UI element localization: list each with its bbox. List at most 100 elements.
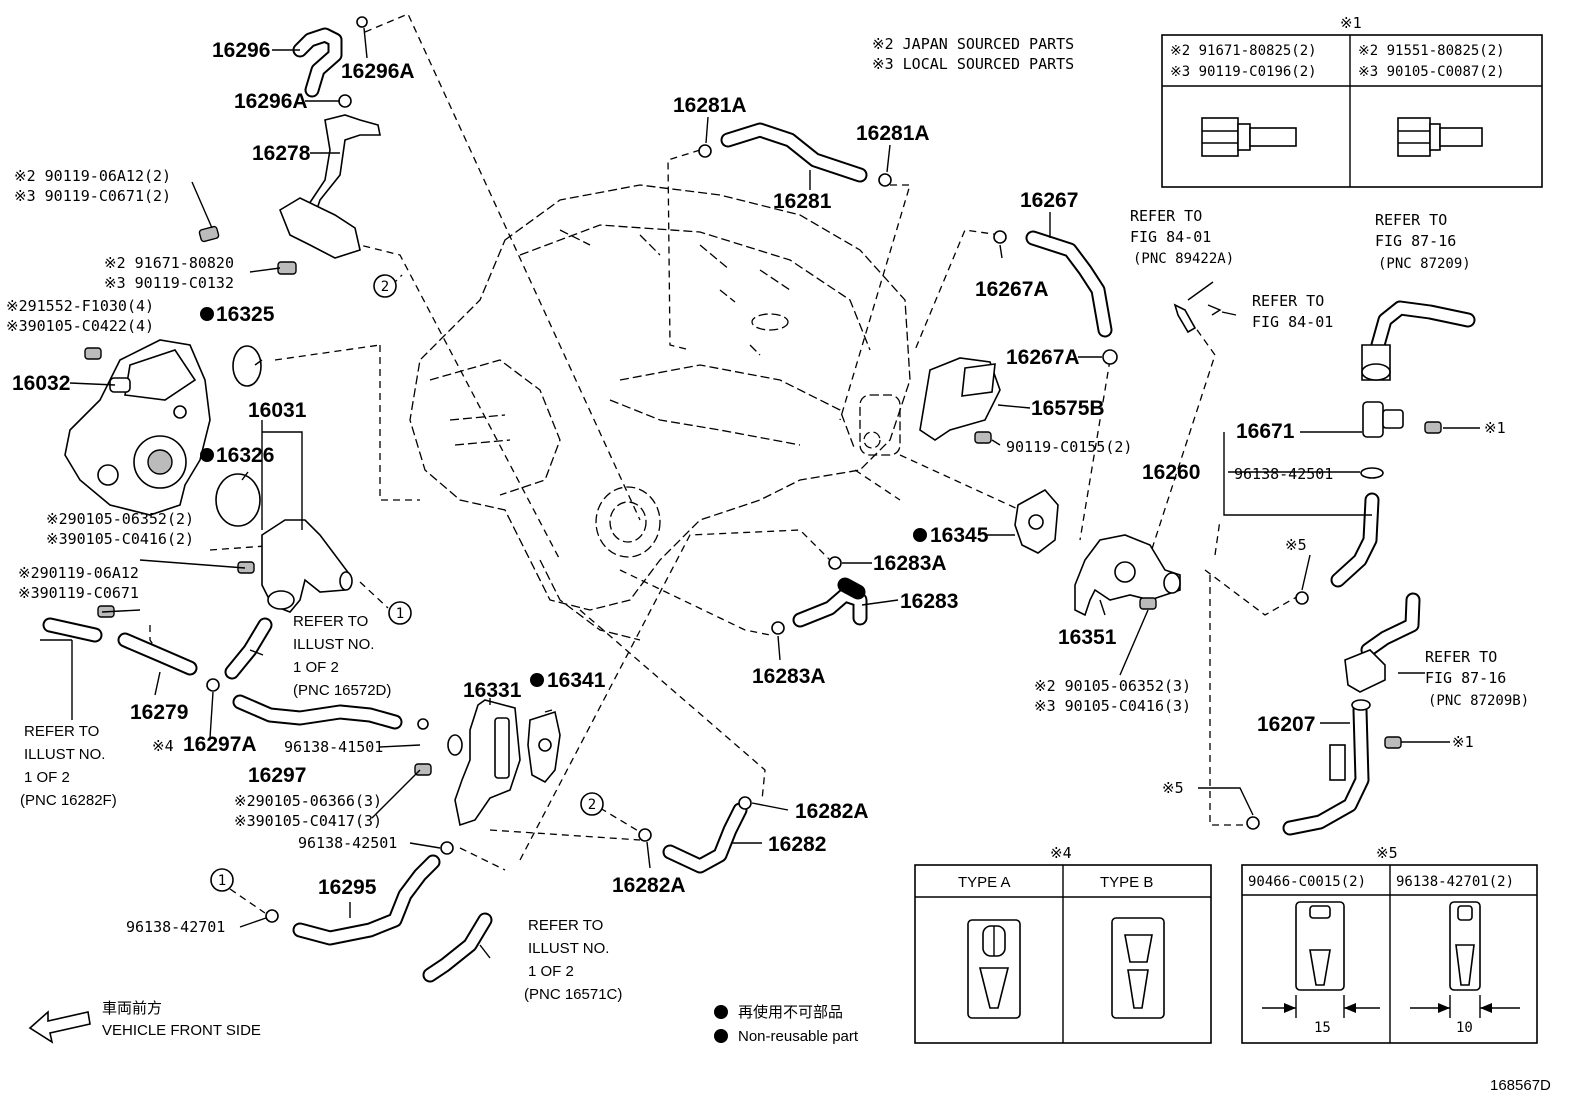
svg-text:(PNC 87209): (PNC 87209) [1378, 256, 1471, 272]
pn-mark1-a: ※1 [1484, 419, 1506, 437]
svg-text:REFER TO: REFER TO [1130, 207, 1202, 225]
label-16282A-bottom: 16282A [612, 874, 686, 897]
label-16281A-right: 16281A [856, 122, 930, 145]
label-16351: 16351 [1058, 626, 1117, 649]
refer-16572D: REFER TO ILLUST NO. 1 OF 2 (PNC 16572D) [293, 613, 391, 699]
engine-block-outline [409, 184, 911, 641]
valve-16671 [1361, 344, 1404, 438]
callout-2-bottom: 2 [588, 797, 596, 813]
leader-lines [40, 27, 1480, 959]
pn-bolt-h2: ※2 90105-06352(3) [1034, 677, 1191, 695]
svg-text:(PNC 87209B): (PNC 87209B) [1428, 693, 1529, 709]
svg-text:ILLUST NO.: ILLUST NO. [24, 746, 105, 763]
label-16279: 16279 [130, 701, 188, 724]
svg-text:※3 90105-C0087(2): ※3 90105-C0087(2) [1358, 64, 1505, 80]
svg-text:※3 90119-C0196(2): ※3 90119-C0196(2) [1170, 64, 1317, 80]
svg-text:REFER TO: REFER TO [528, 917, 603, 934]
svg-text:※1: ※1 [1340, 14, 1362, 32]
svg-text:96138-42701(2): 96138-42701(2) [1396, 874, 1514, 890]
label-16267A-mid: 16267A [1006, 346, 1080, 369]
label-16031: 16031 [248, 399, 307, 422]
label-16283: 16283 [900, 590, 958, 613]
pn-bolt-f3: ※390105-C0417(3) [234, 812, 382, 830]
pn-mark4: ※4 [152, 737, 174, 755]
label-16296A-top: 16296A [341, 60, 415, 83]
pn-bolt-b3: ※3 90119-C0132 [104, 274, 234, 292]
front-en: VEHICLE FRONT SIDE [102, 1022, 261, 1039]
pn-clamp-42501-a: 96138-42501 [298, 834, 397, 852]
pn-bolt-e2: ※290119-06A12 [18, 564, 139, 582]
nonreusable-dots [200, 307, 927, 1043]
front-arrow-icon [28, 1010, 91, 1044]
label-16297: 16297 [248, 764, 306, 787]
bolts [84, 225, 1442, 776]
pn-mark1-b: ※1 [1452, 733, 1474, 751]
pn-bolt-a2: ※2 90119-06A12(2) [14, 167, 171, 185]
pn-bolt-d2: ※290105-06352(2) [46, 510, 194, 528]
water-pump-16032 [64, 339, 211, 516]
svg-text:※2 91551-80825(2): ※2 91551-80825(2) [1358, 43, 1505, 59]
label-16297A: 16297A [183, 733, 257, 756]
label-16345: 16345 [930, 524, 989, 547]
svg-text:ILLUST NO.: ILLUST NO. [293, 636, 374, 653]
refer-notes: REFER TO ILLUST NO. 1 OF 2 (PNC 16572D) … [20, 207, 1529, 1003]
label-16331: 16331 [463, 679, 522, 702]
pn-bolt-e3: ※390119-C0671 [18, 584, 139, 602]
note-japan: ※2 JAPAN SOURCED PARTS [872, 35, 1074, 53]
label-16267A-top: 16267A [975, 278, 1049, 301]
label-16575B: 16575B [1031, 397, 1105, 420]
label-16267: 16267 [1020, 189, 1078, 212]
part-labels: 16296 16296A 16296A 16278 16325 16032 16… [12, 39, 1315, 899]
water-outlet-16331 [447, 699, 521, 827]
pipe-16278 [279, 114, 381, 259]
svg-text:(PNC 89422A): (PNC 89422A) [1133, 251, 1234, 267]
svg-text:1 OF 2: 1 OF 2 [528, 963, 574, 980]
hoses [42, 27, 1476, 983]
callouts: 2 1 1 2 [210, 274, 604, 892]
label-16278: 16278 [252, 142, 311, 165]
bracket-16575B [919, 357, 1001, 441]
bolt-icon-right [1397, 117, 1483, 157]
label-16281A-left: 16281A [673, 94, 747, 117]
clip-96138: 10 [1410, 901, 1520, 1036]
svg-text:REFER TO: REFER TO [293, 613, 368, 630]
label-16296A-mid: 16296A [234, 90, 308, 113]
svg-text:REFER TO: REFER TO [1425, 648, 1497, 666]
clip-type-b [1111, 917, 1165, 1019]
svg-text:FIG 87-16: FIG 87-16 [1375, 232, 1456, 250]
label-16282A-top: 16282A [795, 800, 869, 823]
bolt-icon-left [1201, 117, 1297, 157]
svg-text:90466-C0015(2): 90466-C0015(2) [1248, 874, 1366, 890]
label-16325: 16325 [216, 303, 275, 326]
clip-table: ※5 90466-C0015(2) 96138-42701(2) 15 [1241, 844, 1538, 1044]
clip-type-a [967, 919, 1021, 1019]
label-16341: 16341 [547, 669, 606, 692]
label-16326: 16326 [216, 444, 274, 467]
pn-bolt-g: 90119-C0155(2) [1006, 438, 1132, 456]
pn-mark5-a: ※5 [1285, 536, 1307, 554]
svg-text:1 OF 2: 1 OF 2 [24, 769, 70, 786]
refer-16571C: REFER TO ILLUST NO. 1 OF 2 (PNC 16571C) [524, 917, 622, 1003]
svg-text:(PNC 16282F): (PNC 16282F) [20, 792, 117, 809]
callout-2-top: 2 [381, 279, 389, 295]
svg-text:15: 15 [1314, 1020, 1331, 1036]
refer-16282F: REFER TO ILLUST NO. 1 OF 2 (PNC 16282F) [20, 723, 117, 809]
oring-16326 [215, 473, 261, 527]
note-local: ※3 LOCAL SOURCED PARTS [872, 55, 1074, 73]
svg-text:FIG 87-16: FIG 87-16 [1425, 669, 1506, 687]
inlet-16031 [261, 519, 353, 613]
type-table: ※4 TYPE A TYPE B [914, 844, 1212, 1044]
svg-text:FIG 84-01: FIG 84-01 [1130, 228, 1211, 246]
svg-text:REFER TO: REFER TO [24, 723, 99, 740]
svg-text:TYPE B: TYPE B [1100, 874, 1153, 891]
refer-87209: REFER TO FIG 87-16 (PNC 87209) [1375, 211, 1471, 272]
pn-clamp-41501: 96138-41501 [284, 738, 383, 756]
svg-text:1 OF 2: 1 OF 2 [293, 659, 339, 676]
label-16282: 16282 [768, 833, 826, 856]
label-16671: 16671 [1236, 420, 1295, 443]
label-16281: 16281 [773, 190, 832, 213]
pn-bolt-d3: ※390105-C0416(2) [46, 530, 194, 548]
clamps [206, 16, 1384, 923]
clip-90466: 15 [1262, 901, 1380, 1036]
